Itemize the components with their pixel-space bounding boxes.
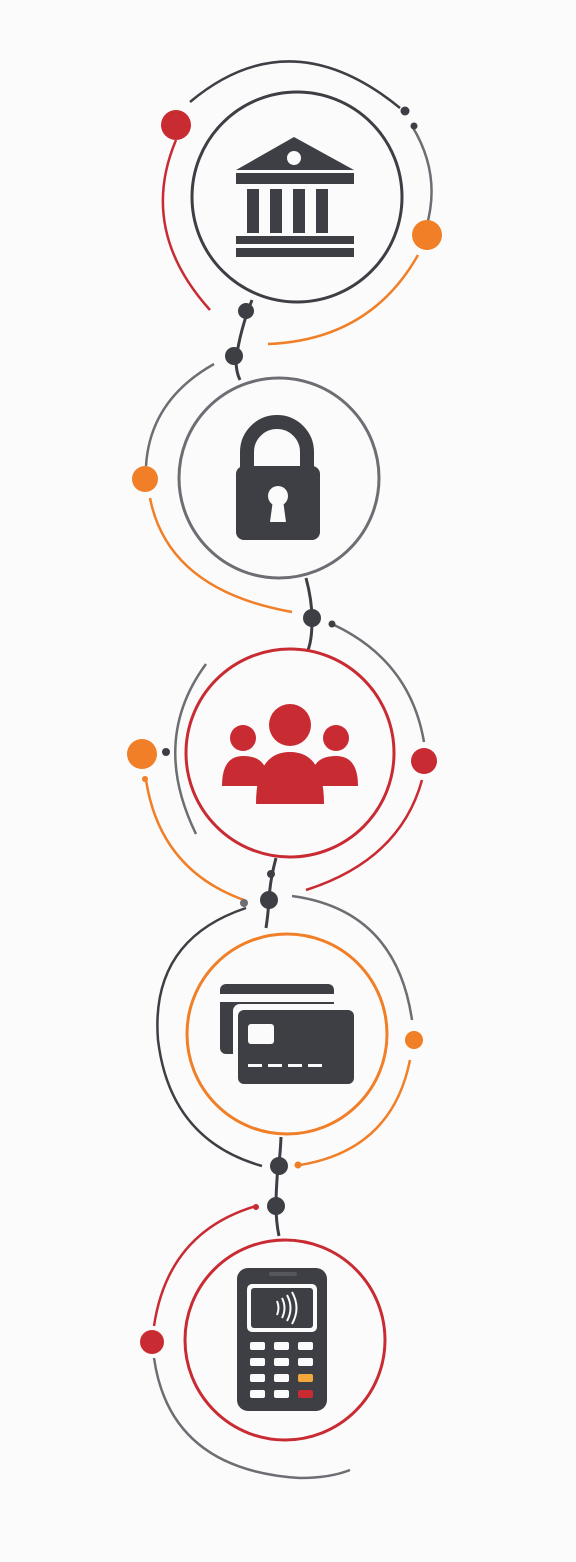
connector-nodes <box>225 303 321 1215</box>
orbit-dot-small <box>240 899 248 907</box>
orbit-dot-small <box>294 1161 302 1169</box>
people-group-icon <box>222 704 358 804</box>
orbit-dot-red <box>161 110 191 140</box>
orbit-arc <box>305 779 424 892</box>
connector-cards-terminal <box>274 1136 283 1237</box>
orbit-dot-orange <box>127 739 157 769</box>
orbit-arc <box>161 139 211 311</box>
orbit-dot-small <box>328 620 336 628</box>
bank-icon <box>236 137 354 257</box>
payment-terminal-icon <box>237 1268 327 1411</box>
orbit-dot-red <box>140 1330 164 1354</box>
orbit-dot-small <box>142 776 148 782</box>
node-customers <box>127 620 437 907</box>
orbit-arc <box>144 779 245 902</box>
connector-dot <box>238 303 254 319</box>
node-security <box>132 362 381 614</box>
orbit-dot-orange <box>405 1031 423 1049</box>
orbit-arc <box>144 362 215 467</box>
orbit-arc <box>152 1357 351 1480</box>
orbit-arc <box>174 663 208 835</box>
orbit-arc <box>410 125 433 229</box>
connector-dot <box>267 870 275 878</box>
connector-dot <box>260 891 278 909</box>
padlock-icon <box>236 415 320 540</box>
keypad <box>250 1342 313 1398</box>
contactless-icon <box>276 1291 298 1325</box>
connector-dot <box>270 1157 288 1175</box>
orbit-dot-orange <box>132 466 158 492</box>
connector-dot <box>303 609 321 627</box>
orbit-arc <box>267 254 420 346</box>
orbit-dot-red <box>411 748 437 774</box>
orbit-dot-small <box>253 1204 259 1210</box>
orbit-arc <box>152 1204 257 1327</box>
connector-dot <box>267 1197 285 1215</box>
orbit-dot-small <box>162 748 170 756</box>
orbit-arc <box>299 1059 412 1167</box>
orbit-arc <box>331 622 426 743</box>
node-bank <box>161 60 442 346</box>
node-cards <box>156 894 423 1169</box>
orbit-arc <box>189 60 401 109</box>
node-terminal <box>140 1204 387 1480</box>
credit-cards-icon <box>220 984 357 1084</box>
connector-dot <box>225 347 243 365</box>
orbit-arc <box>291 894 414 1021</box>
orbit-dot-small <box>400 106 410 116</box>
orbit-dot-orange <box>412 220 442 250</box>
orbit-arc <box>148 497 293 614</box>
orbit-arc <box>156 906 263 1168</box>
orbit-dot-small <box>410 122 418 130</box>
